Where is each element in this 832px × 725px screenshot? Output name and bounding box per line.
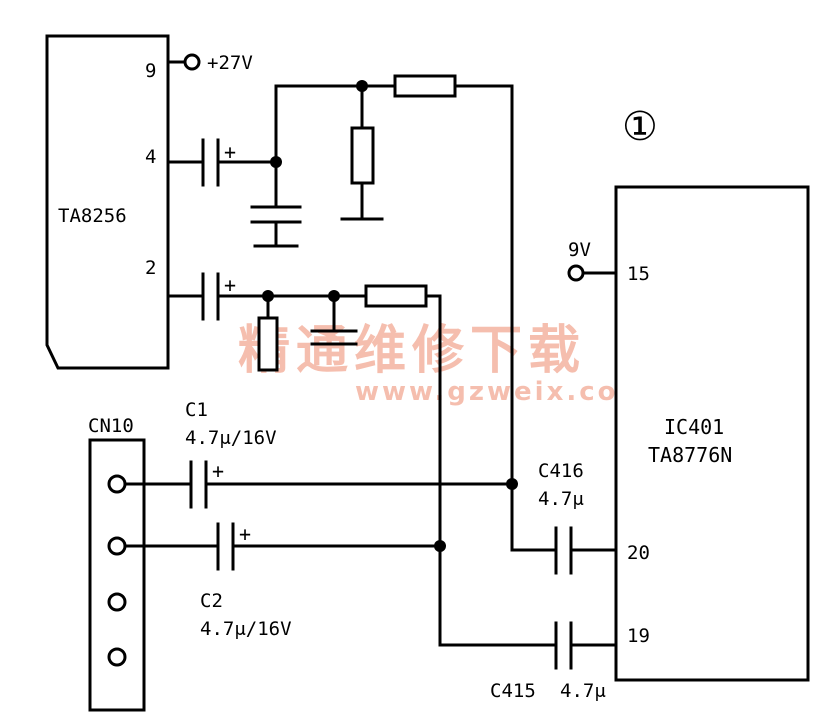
cn10-pin-1	[107, 474, 127, 494]
shunt-resistor	[350, 126, 375, 185]
watermark-text: 精通维修下载	[238, 321, 586, 381]
supply-9v-terminal	[567, 264, 585, 282]
ic401-pin-15-label: 15	[627, 263, 650, 285]
cn10-pin-3	[107, 592, 127, 612]
cn10-pin-4	[107, 647, 127, 667]
c416-ref-label: C416	[538, 460, 584, 482]
pin-2-cap-polarity: +	[224, 273, 236, 297]
c2-ref-label: C2	[200, 590, 223, 612]
ta8256-label: TA8256	[58, 205, 127, 227]
series-resistor-bottom	[364, 284, 428, 308]
supply-9v-label: 9V	[568, 239, 591, 261]
ta8256-pin-4-label: 4	[145, 146, 156, 168]
cn10-pin-2	[107, 536, 127, 556]
ta8256-pin-9-label: 9	[145, 60, 156, 82]
c415-value-label: 4.7μ	[560, 680, 606, 702]
c1-value-label: 4.7μ/16V	[185, 427, 277, 449]
c1-ref-label: C1	[185, 399, 208, 421]
c1-polarity: +	[212, 459, 224, 483]
pin-4-cap-polarity: +	[224, 140, 236, 164]
c415-ref-label: C415	[490, 680, 536, 702]
cn10-label: CN10	[88, 415, 134, 437]
ic401-pin-20-label: 20	[627, 542, 650, 564]
watermark-url: www.gzweix.com	[355, 377, 649, 407]
c2-polarity: +	[239, 522, 251, 546]
supply-27v-terminal	[183, 53, 201, 71]
c1-junction	[506, 478, 518, 490]
ic401-name-label: TA8776N	[648, 443, 732, 467]
series-resistor-top	[393, 74, 457, 98]
ta8256-pin-2-label: 2	[145, 257, 156, 279]
figure-number: ①	[622, 104, 658, 150]
c416-value-label: 4.7μ	[538, 488, 584, 510]
ic401-chip	[614, 185, 810, 682]
supply-27v-label: +27V	[207, 52, 253, 74]
ic401-ref-label: IC401	[664, 415, 724, 439]
pin-2-shunt-resistor	[257, 316, 279, 372]
ic401-pin-19-label: 19	[627, 625, 650, 647]
c2-value-label: 4.7μ/16V	[200, 618, 292, 640]
ta8256-chip	[45, 34, 170, 370]
c2-junction	[434, 540, 446, 552]
